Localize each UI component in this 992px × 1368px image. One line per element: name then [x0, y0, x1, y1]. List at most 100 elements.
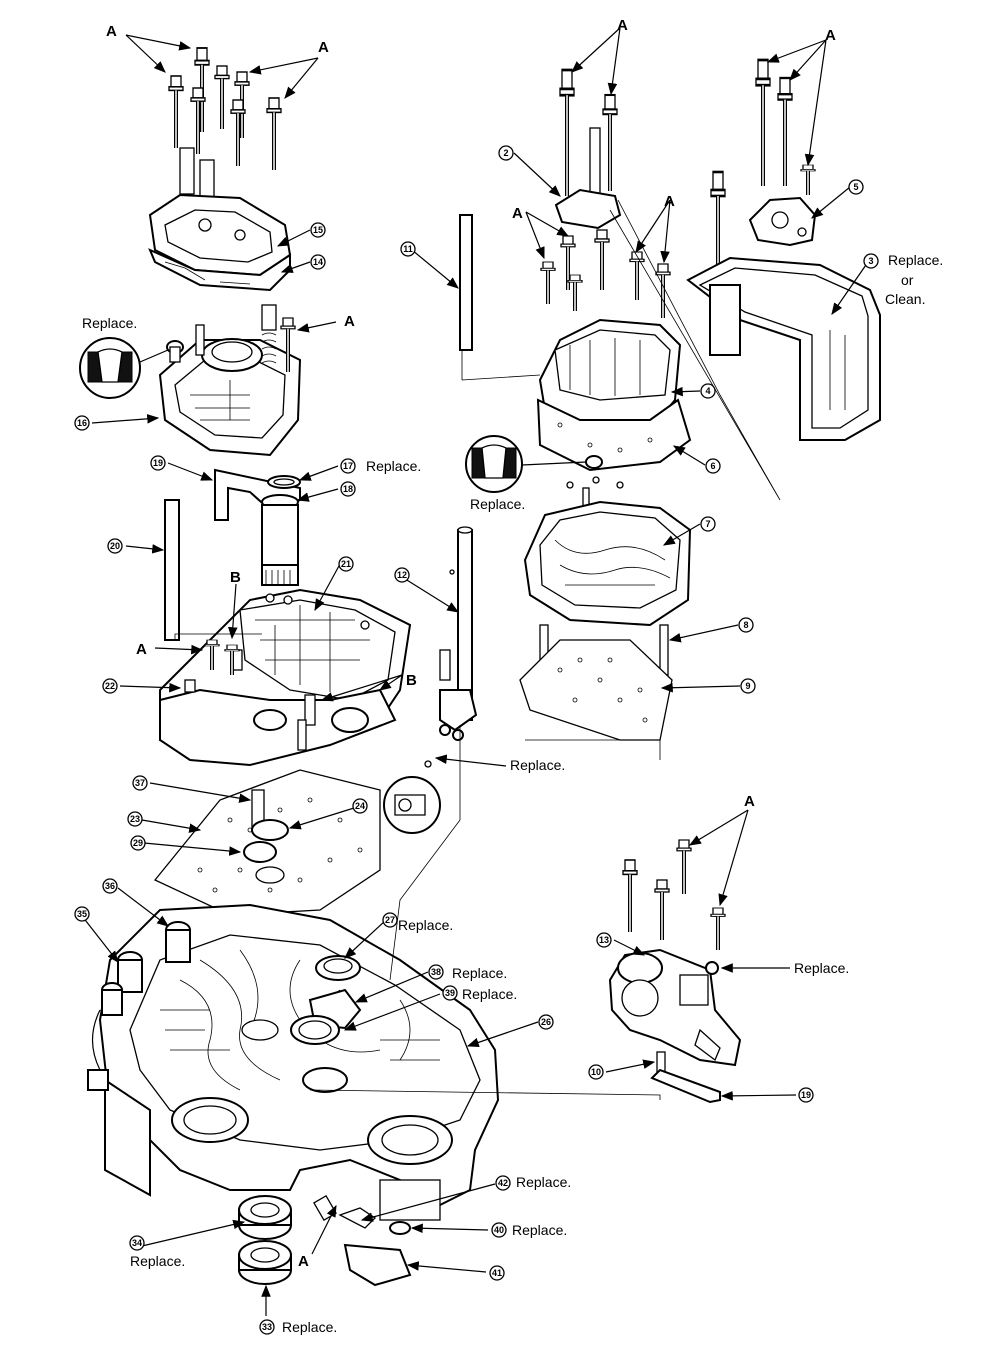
svg-text:33: 33 — [262, 1322, 272, 1332]
plate-15-assembly — [148, 193, 292, 292]
label-a: A — [825, 27, 836, 44]
callout-5: 5 — [848, 179, 864, 195]
seal-detail-left — [79, 337, 141, 399]
cover-2 — [554, 188, 622, 230]
callout-41: 41 — [489, 1265, 505, 1281]
callout-6: 6 — [705, 458, 721, 474]
svg-text:6: 6 — [710, 461, 715, 471]
replace-label: Replace. — [516, 1174, 571, 1190]
rod-12 — [439, 526, 478, 741]
callout-37: 37 — [132, 775, 148, 791]
clean-label: Clean. — [885, 291, 925, 307]
replace-label: Replace. — [366, 458, 421, 474]
label-a: A — [318, 39, 329, 56]
svg-text:16: 16 — [77, 418, 87, 428]
svg-text:40: 40 — [494, 1225, 504, 1235]
callout-20: 20 — [107, 538, 123, 554]
bolts-right-middle — [623, 838, 727, 952]
svg-text:5: 5 — [853, 182, 858, 192]
callout-3: 3 — [863, 253, 879, 269]
svg-text:26: 26 — [541, 1017, 551, 1027]
callout-2: 2 — [498, 145, 514, 161]
replace-label: Replace. — [888, 252, 943, 268]
replace-label: Replace. — [130, 1253, 185, 1269]
callout-14: 14 — [310, 254, 326, 270]
pin-link-18-19 — [650, 1051, 721, 1104]
replace-label: Replace. — [510, 757, 565, 773]
svg-text:37: 37 — [135, 778, 145, 788]
callout-4: 4 — [700, 383, 716, 399]
clip-detail-circle — [383, 776, 441, 834]
callout-24: 24 — [352, 798, 368, 814]
svg-text:11: 11 — [403, 244, 413, 254]
replace-label: Replace. — [398, 917, 453, 933]
callout-34: 34 — [129, 1235, 145, 1251]
plate-9 — [519, 624, 673, 741]
svg-text:19: 19 — [153, 458, 163, 468]
callout-numbers: 15 14 16 17 18 19 20 21 22 12 37 24 23 2… — [74, 145, 879, 1335]
callout-17: 17 — [340, 458, 356, 474]
callout-39: 39 — [442, 985, 458, 1001]
svg-text:7: 7 — [705, 519, 710, 529]
valve-body-4-6 — [536, 228, 692, 472]
svg-text:36: 36 — [105, 881, 115, 891]
actuator-13 — [608, 948, 742, 1067]
bearing-34 — [238, 1195, 292, 1240]
label-b: B — [230, 569, 241, 586]
callout-21: 21 — [338, 556, 354, 572]
svg-text:14: 14 — [313, 257, 323, 267]
shaft-assembly-18-19 — [214, 468, 301, 586]
callout-42: 42 — [495, 1175, 511, 1191]
svg-text:20: 20 — [110, 541, 120, 551]
callout-15: 15 — [310, 222, 326, 238]
label-a: A — [664, 193, 675, 210]
label-a: A — [136, 641, 147, 658]
solenoids-35-36 — [87, 921, 191, 1091]
callout-19-right: 19 — [798, 1087, 814, 1103]
svg-text:21: 21 — [341, 559, 351, 569]
small-parts-40-42 — [313, 1194, 412, 1287]
callout-16: 16 — [74, 415, 90, 431]
svg-text:39: 39 — [445, 988, 455, 998]
svg-text:9: 9 — [745, 681, 750, 691]
valve-body-21 — [159, 588, 412, 767]
label-a: A — [512, 205, 523, 222]
svg-text:15: 15 — [313, 225, 323, 235]
callout-29: 29 — [130, 835, 146, 851]
replace-label: Replace. — [470, 496, 525, 512]
callout-18: 18 — [340, 481, 356, 497]
label-a: A — [298, 1253, 309, 1270]
svg-text:22: 22 — [105, 681, 115, 691]
bearing-33 — [238, 1240, 292, 1285]
replace-label: Replace. — [282, 1319, 337, 1335]
replace-label: Replace. — [462, 986, 517, 1002]
callout-13: 13 — [596, 932, 612, 948]
pipe-11 — [459, 214, 473, 351]
replace-label: Replace. — [82, 315, 137, 331]
svg-text:10: 10 — [591, 1067, 601, 1077]
seal-6 — [585, 455, 603, 469]
callout-36: 36 — [102, 878, 118, 894]
svg-text:29: 29 — [133, 838, 143, 848]
svg-text:18: 18 — [343, 484, 353, 494]
svg-text:2: 2 — [503, 148, 508, 158]
svg-text:38: 38 — [431, 967, 441, 977]
bracket-5 — [748, 196, 817, 247]
seal-detail-right — [465, 435, 523, 493]
svg-text:23: 23 — [130, 814, 140, 824]
callout-9: 9 — [740, 678, 756, 694]
valve-body-16 — [158, 304, 302, 457]
callout-35: 35 — [74, 906, 90, 922]
transmission-case — [98, 903, 500, 1221]
label-a: A — [344, 313, 355, 330]
svg-text:8: 8 — [743, 620, 748, 630]
callout-12: 12 — [394, 567, 410, 583]
callout-22: 22 — [102, 678, 118, 694]
callout-26: 26 — [538, 1014, 554, 1030]
callout-8: 8 — [738, 617, 754, 633]
svg-text:4: 4 — [705, 386, 710, 396]
svg-text:12: 12 — [397, 570, 407, 580]
label-a: A — [617, 17, 628, 34]
leader-lines — [81, 27, 869, 1316]
svg-text:35: 35 — [77, 909, 87, 919]
